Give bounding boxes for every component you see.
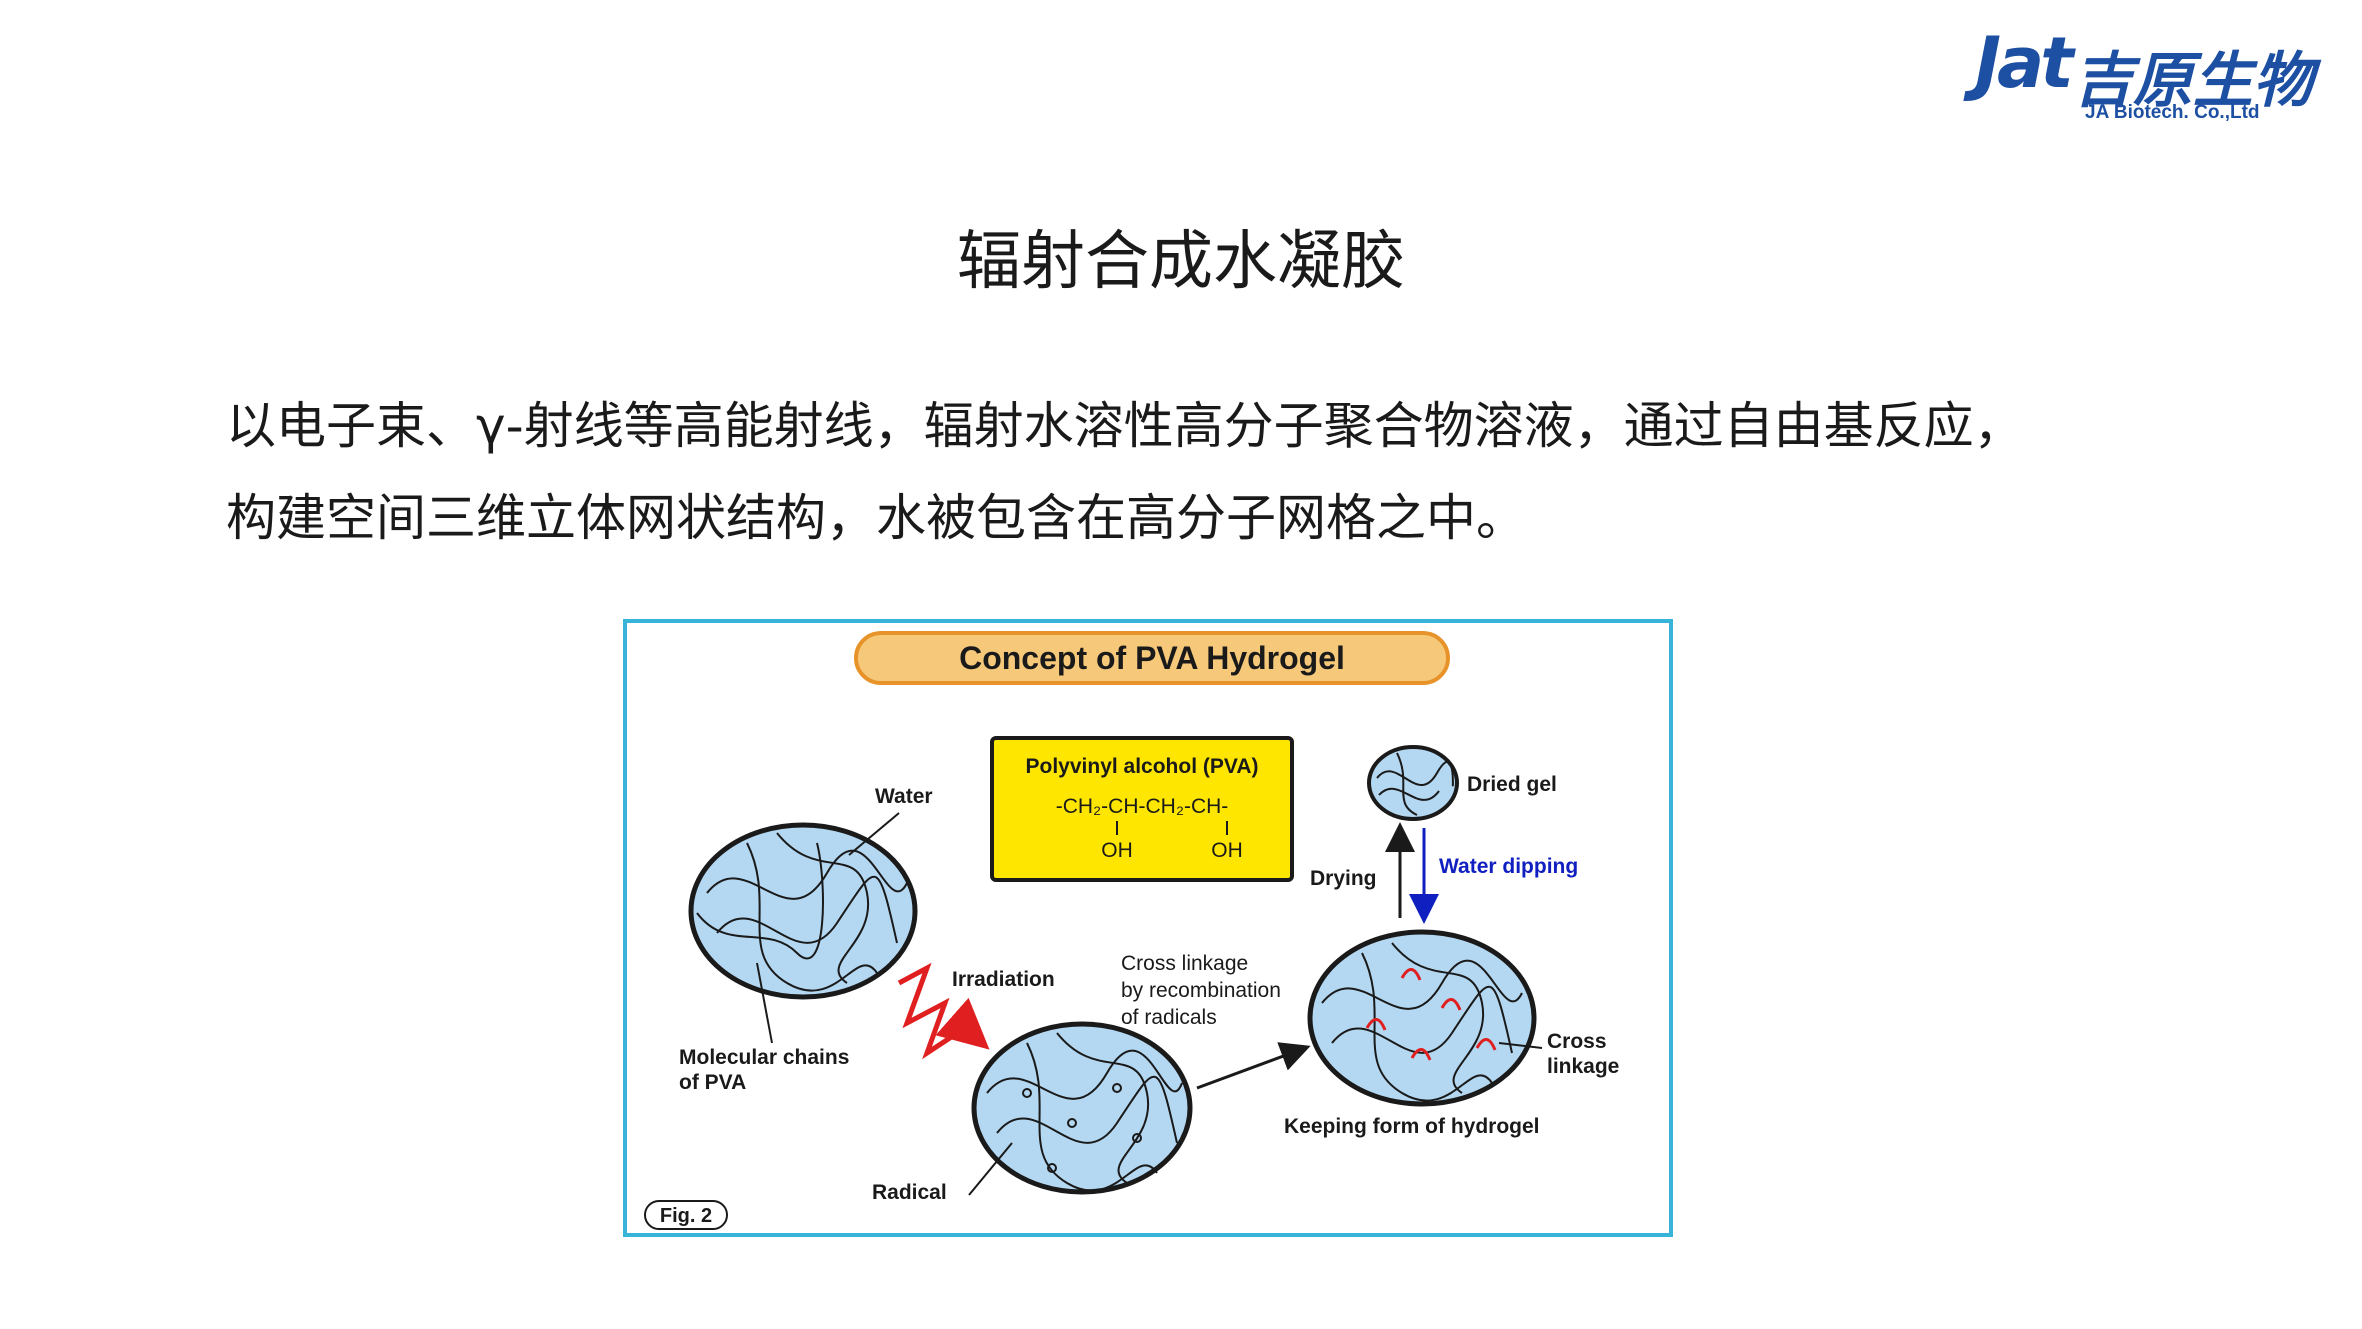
figure-banner-text: Concept of PVA Hydrogel: [959, 640, 1345, 676]
fig-number-badge: [644, 1200, 728, 1230]
label-molecular-chains-1: Molecular chains: [679, 1046, 849, 1069]
label-cross-1: Cross: [1547, 1030, 1607, 1053]
label-dried-gel: Dried gel: [1467, 773, 1557, 796]
chains-pointer: [756, 962, 773, 1044]
pva-box: [990, 736, 1294, 882]
logo-mark: Jat: [1975, 22, 2074, 104]
pva-box-title: Polyvinyl alcohol (PVA): [1026, 755, 1259, 778]
crosslink-arrow: [1196, 1042, 1311, 1090]
label-irradiation: Irradiation: [952, 968, 1055, 991]
dried-gel-circle: [1367, 745, 1459, 821]
label-fig-number: Fig. 2: [660, 1205, 712, 1227]
logo-company-en: JA Biotech. Co.,Ltd: [2085, 102, 2260, 123]
body-line-2: 构建空间三维立体网状结构，水被包含在高分子网格之中。: [226, 489, 1526, 547]
pva-oh-2: OH: [1211, 839, 1243, 862]
slide-title: 辐射合成水凝胶: [957, 225, 1405, 299]
label-cross-linkage-by-3: of radicals: [1121, 1006, 1217, 1029]
cross-linkage-pointer: [1498, 1042, 1543, 1049]
label-radical: Radical: [872, 1181, 947, 1204]
label-keeping-form: Keeping form of hydrogel: [1284, 1115, 1540, 1138]
water-pointer: [848, 812, 900, 856]
irradiation-arrow: [897, 962, 990, 1060]
pva-oh-1: OH: [1101, 839, 1133, 862]
label-cross-2: linkage: [1547, 1055, 1619, 1078]
pva-solution-circle: [688, 822, 918, 1000]
label-molecular-chains-2: of PVA: [679, 1071, 746, 1094]
hydrogel-circle: [1307, 929, 1537, 1107]
company-logo: Jat 吉原生物 JA Biotech. Co.,Ltd: [1975, 22, 2335, 132]
label-water-dipping: Water dipping: [1439, 855, 1578, 878]
pva-hydrogel-figure: Concept of PVA Hydrogel Polyvinyl alcoho…: [623, 619, 1673, 1237]
radical-circle: [971, 1021, 1193, 1195]
figure-banner: [854, 631, 1450, 685]
logo-company-cn: 吉原生物: [2073, 46, 2313, 116]
body-paragraph: 以电子束、γ-射线等高能射线，辐射水溶性高分子聚合物溶液，通过自由基反应， 构建…: [226, 380, 2186, 564]
label-drying: Drying: [1310, 867, 1377, 890]
pva-formula: -CH₂-CH-CH₂-CH-: [1056, 795, 1229, 818]
radical-pointer: [968, 1142, 1013, 1196]
label-water: Water: [875, 785, 933, 808]
body-line-1: 以电子束、γ-射线等高能射线，辐射水溶性高分子聚合物溶液，通过自由基反应，: [226, 397, 2024, 455]
label-cross-linkage-by-1: Cross linkage: [1121, 952, 1248, 975]
figure-canvas: Concept of PVA Hydrogel Polyvinyl alcoho…: [644, 631, 1619, 1230]
label-cross-linkage-by-2: by recombination: [1121, 979, 1281, 1002]
